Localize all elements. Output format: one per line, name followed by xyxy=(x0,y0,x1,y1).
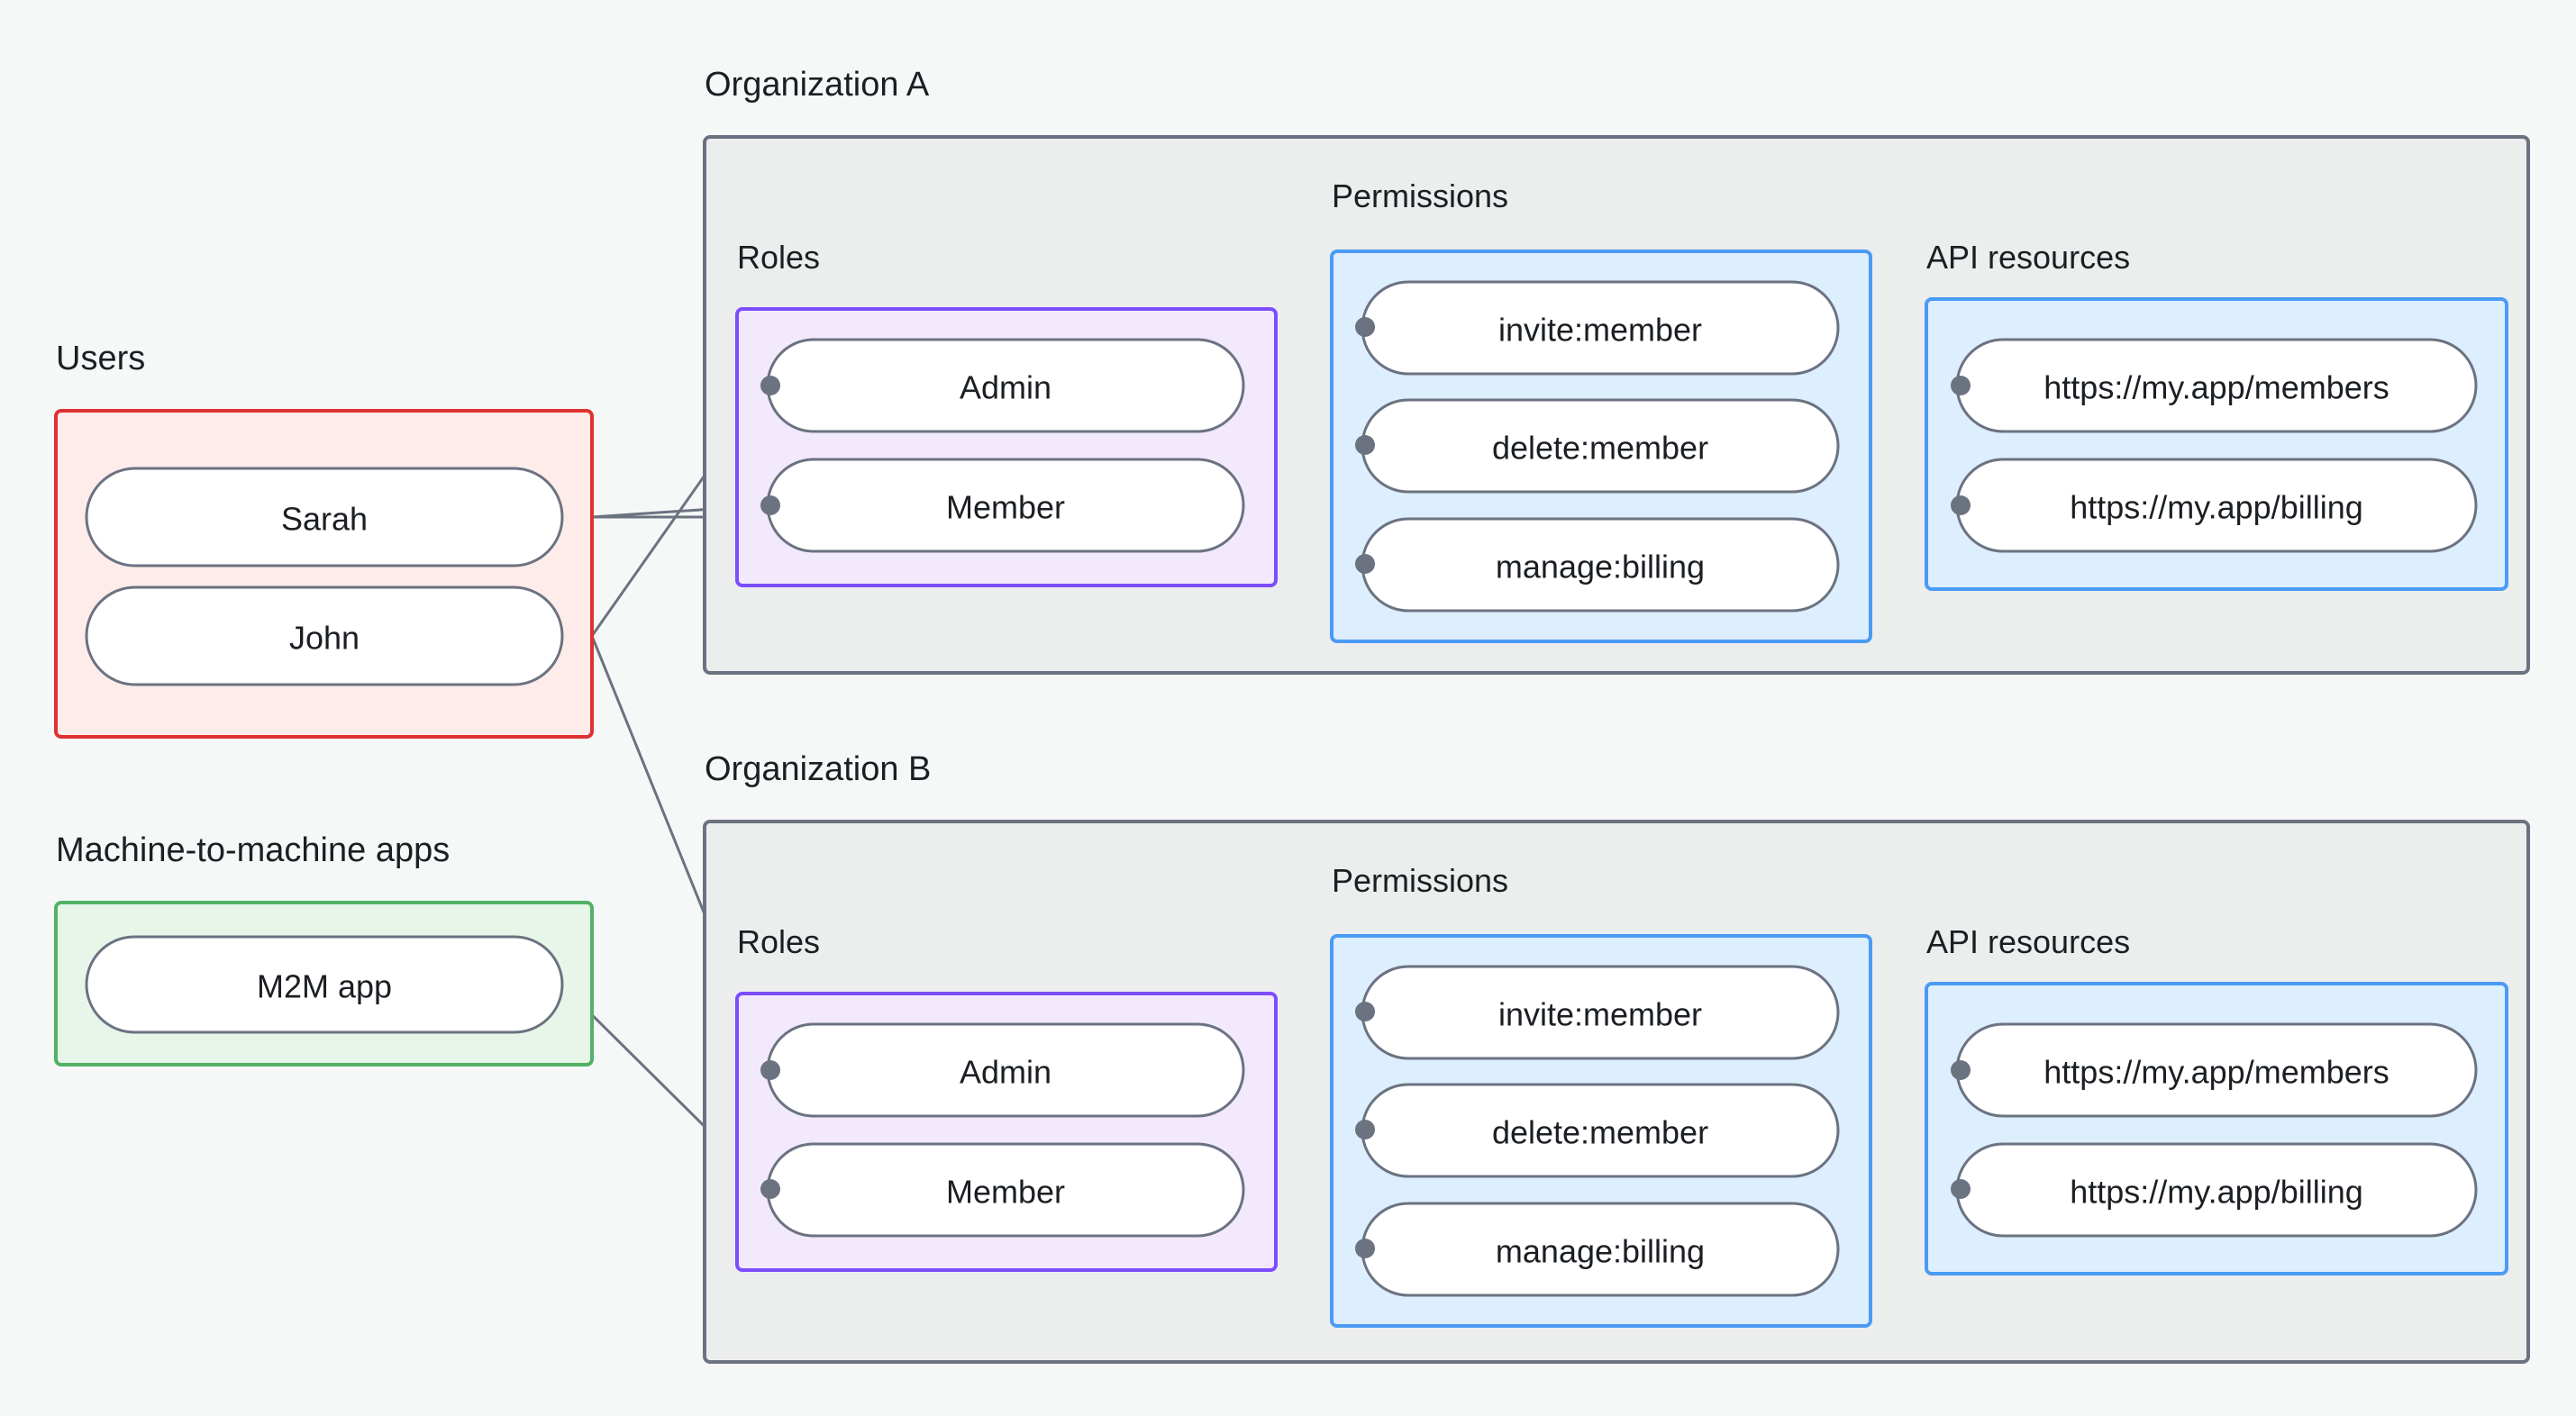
organization-a-label: Organization A xyxy=(705,66,930,104)
organization-a-permission-delete-member-label: delete:member xyxy=(1492,430,1708,467)
m2m-node-app-label: M2M app xyxy=(257,968,392,1005)
organization-b-permission-delete-member[interactable]: delete:member xyxy=(1361,1083,1840,1178)
organization-a-roles-label: Roles xyxy=(737,239,820,276)
organization-a-api-members-label: https://my.app/members xyxy=(2044,369,2389,406)
dot-a-member-in xyxy=(760,495,780,515)
organization-a-permission-manage-billing-label: manage:billing xyxy=(1496,549,1705,585)
dot-b-api-billing-in xyxy=(1951,1179,1971,1199)
dot-a-invite-in xyxy=(1355,317,1375,337)
users-node-sarah-label: Sarah xyxy=(281,501,368,538)
organization-a-api-members[interactable]: https://my.app/members xyxy=(1955,338,2478,433)
organization-b-role-member-label: Member xyxy=(946,1174,1065,1211)
users-node-john-label: John xyxy=(289,620,360,657)
organization-a-api-billing[interactable]: https://my.app/billing xyxy=(1955,458,2478,553)
connection-dots xyxy=(760,317,1971,1258)
dot-b-admin-in xyxy=(760,1060,780,1080)
dot-a-api-members-in xyxy=(1951,376,1971,395)
dot-a-api-billing-in xyxy=(1951,495,1971,515)
organization-b-role-admin[interactable]: Admin xyxy=(766,1022,1245,1118)
organization-a-role-admin[interactable]: Admin xyxy=(766,338,1245,433)
organization-a-role-admin-label: Admin xyxy=(960,369,1051,406)
users-node-john[interactable]: John xyxy=(85,585,564,686)
organization-b-permission-delete-member-label: delete:member xyxy=(1492,1114,1708,1151)
m2m-node-app[interactable]: M2M app xyxy=(85,935,564,1034)
m2m-group-label: Machine-to-machine apps xyxy=(56,831,450,869)
organization-b-permission-manage-billing-label: manage:billing xyxy=(1496,1233,1705,1270)
organization-b-permission-invite-member[interactable]: invite:member xyxy=(1361,965,1840,1060)
organization-a-api-billing-label: https://my.app/billing xyxy=(2070,489,2363,526)
dot-b-invite-in xyxy=(1355,1002,1375,1021)
dot-b-api-members-in xyxy=(1951,1060,1971,1080)
dot-b-member-in xyxy=(760,1179,780,1199)
organization-a-permission-delete-member[interactable]: delete:member xyxy=(1361,398,1840,494)
users-group-label: Users xyxy=(56,340,145,377)
organization-b-permission-invite-member-label: invite:member xyxy=(1498,996,1702,1033)
organization-b-permissions-label: Permissions xyxy=(1332,862,1508,899)
organization-a-permissions-label: Permissions xyxy=(1332,177,1508,214)
organization-b-role-member[interactable]: Member xyxy=(766,1142,1245,1238)
organization-b-roles-label: Roles xyxy=(737,923,820,960)
users-node-sarah[interactable]: Sarah xyxy=(85,467,564,567)
dot-b-delete-in xyxy=(1355,1120,1375,1139)
dot-a-admin-in xyxy=(760,376,780,395)
organization-a-role-member-label: Member xyxy=(946,489,1065,526)
organization-b-api-billing[interactable]: https://my.app/billing xyxy=(1955,1142,2478,1238)
organization-a-permission-invite-member-label: invite:member xyxy=(1498,312,1702,349)
organization-a-permission-manage-billing[interactable]: manage:billing xyxy=(1361,517,1840,613)
organization-a-permission-invite-member[interactable]: invite:member xyxy=(1361,280,1840,376)
organization-b-api-members[interactable]: https://my.app/members xyxy=(1955,1022,2478,1118)
dot-a-delete-in xyxy=(1355,435,1375,455)
organization-b-api-resources-label: API resources xyxy=(1926,923,2130,960)
organization-b-role-admin-label: Admin xyxy=(960,1054,1051,1091)
organization-a-role-member[interactable]: Member xyxy=(766,458,1245,553)
dot-a-billing-in xyxy=(1355,554,1375,574)
organization-b-label: Organization B xyxy=(705,750,931,788)
dot-b-billing-in xyxy=(1355,1239,1375,1258)
organization-b-permission-manage-billing[interactable]: manage:billing xyxy=(1361,1202,1840,1297)
organization-b-api-members-label: https://my.app/members xyxy=(2044,1054,2389,1091)
users-container xyxy=(54,409,594,739)
organization-b-api-billing-label: https://my.app/billing xyxy=(2070,1174,2363,1211)
organization-a-api-resources-label: API resources xyxy=(1926,239,2130,276)
